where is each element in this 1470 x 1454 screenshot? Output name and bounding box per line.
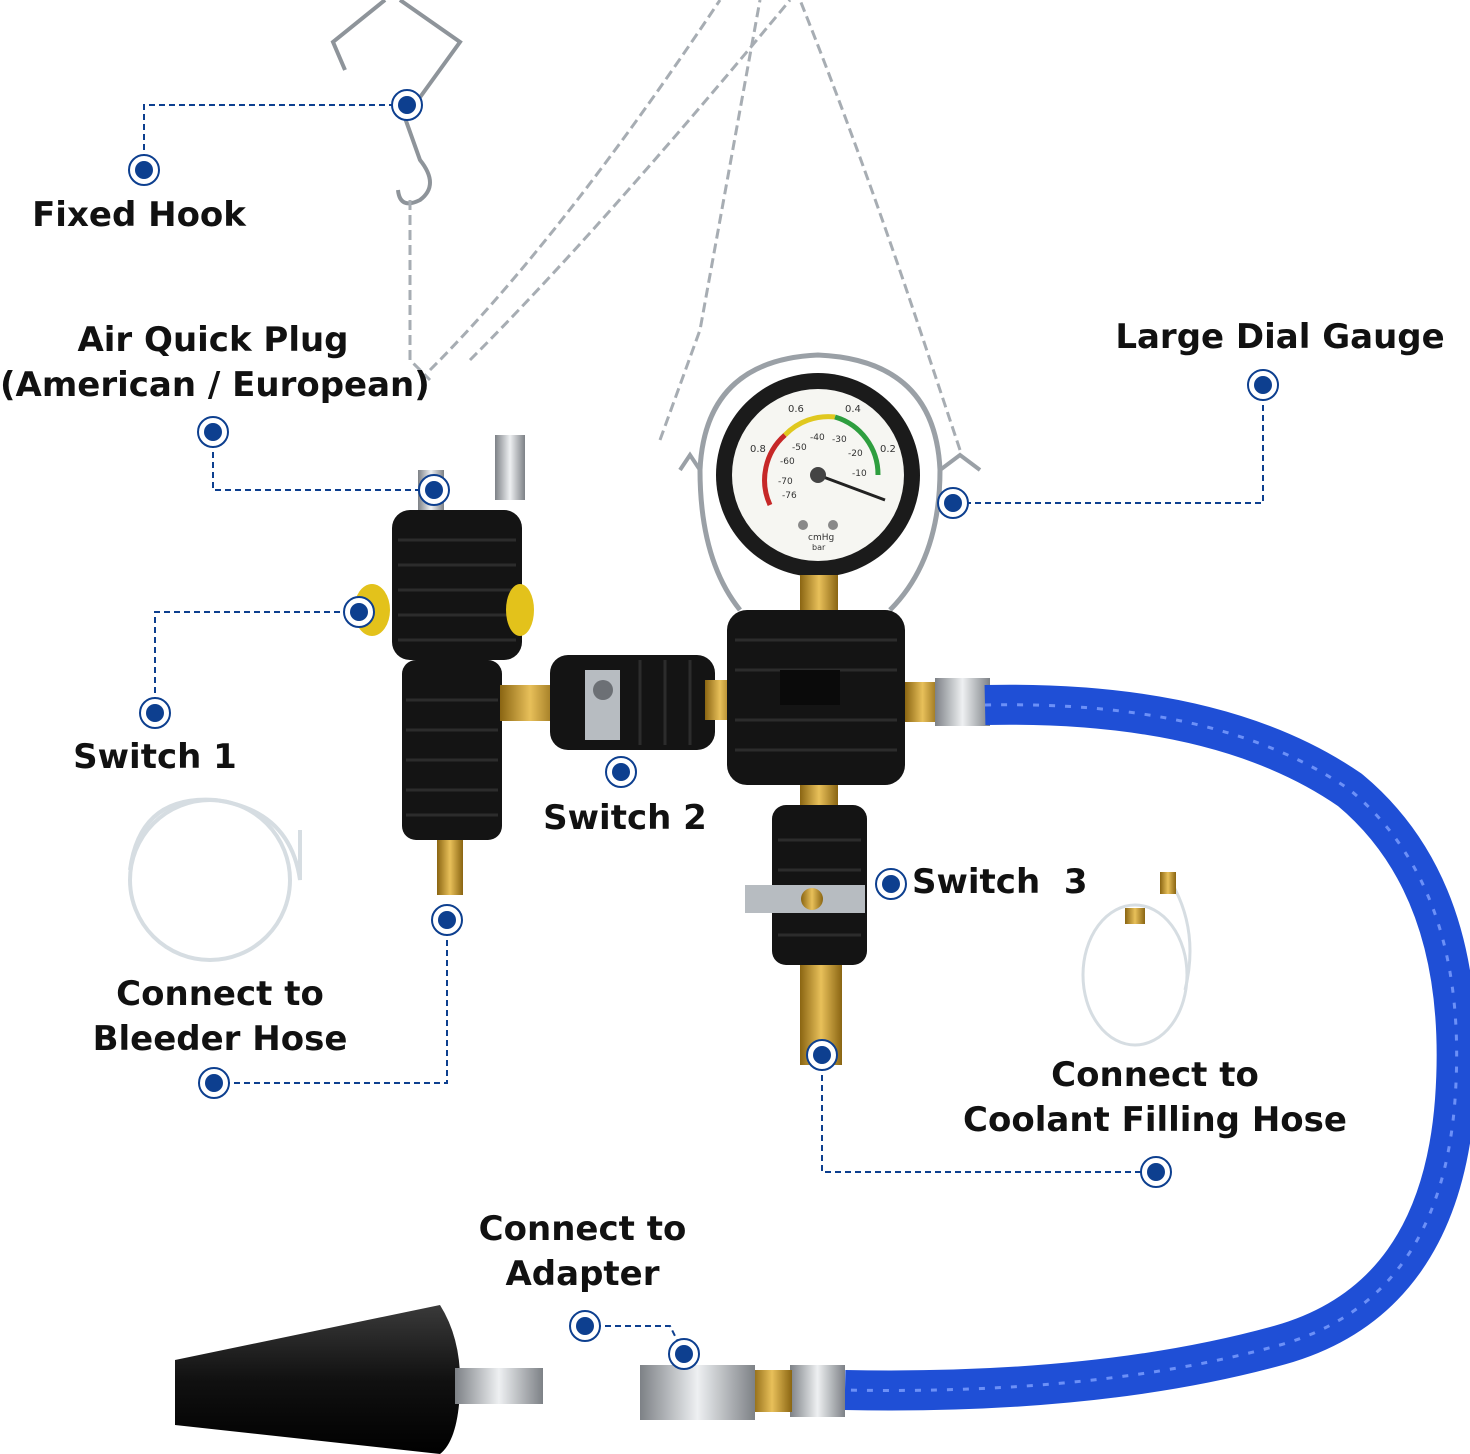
marker-coolant-end <box>1140 1156 1172 1188</box>
coolant-tube-coil <box>1081 872 1192 1047</box>
gauge-inner-tick: -50 <box>792 443 807 453</box>
marker-bleeder <box>431 904 463 936</box>
label-air-quick-plug: Air Quick Plug (American / European) <box>0 320 430 405</box>
quick-coupler <box>640 1365 755 1420</box>
callout-leaders <box>143 104 1264 1355</box>
label-switch-1: Switch 1 <box>73 737 237 777</box>
marker-switch-2 <box>605 756 637 788</box>
label-coolant-filling-hose: Connect to Coolant Filling Hose <box>963 1055 1347 1140</box>
gauge-inner-tick: -20 <box>848 449 863 459</box>
marker-adapter-end <box>668 1338 700 1370</box>
label-fixed-hook: Fixed Hook <box>32 195 246 235</box>
marker-gauge <box>1247 369 1279 401</box>
adapter-cone <box>175 1305 543 1454</box>
bleeder-barb <box>437 840 463 895</box>
label-large-dial-gauge: Large Dial Gauge <box>1115 317 1445 357</box>
center-valve-body <box>727 610 990 1065</box>
gauge-inner-tick: -40 <box>810 433 825 443</box>
bleeder-tube-coil <box>128 797 302 962</box>
gauge-unit: cmHg <box>808 533 834 543</box>
marker-bleeder-end <box>198 1067 230 1099</box>
spare-quick-plug <box>495 435 525 500</box>
gauge-outer-tick: 0.8 <box>750 444 766 455</box>
large-dial-gauge <box>678 352 982 612</box>
marker-air-plug-end <box>418 474 450 506</box>
gauge-outer-tick: 0.6 <box>788 404 804 415</box>
fixed-hook <box>330 0 463 206</box>
label-bleeder-hose: Connect to Bleeder Hose <box>92 974 348 1059</box>
callout-markers <box>128 89 1279 1370</box>
marker-gauge-end <box>937 487 969 519</box>
marker-fixed-hook-top <box>391 89 423 121</box>
gauge-inner-tick: -30 <box>832 435 847 445</box>
marker-switch-1 <box>139 697 171 729</box>
marker-adapter <box>569 1310 601 1342</box>
gauge-outer-tick: 0.2 <box>880 444 896 455</box>
gauge-outer-tick: 0.4 <box>845 404 861 415</box>
gauge-needle <box>817 473 886 502</box>
gauge-unit: bar <box>812 543 826 552</box>
label-adapter: Connect to Adapter <box>478 1209 687 1294</box>
gauge-inner-tick: -10 <box>852 469 867 479</box>
marker-air-plug <box>197 416 229 448</box>
gauge-inner-tick: -76 <box>782 491 797 501</box>
left-valve-body <box>354 435 534 895</box>
marker-switch-1-end <box>343 596 375 628</box>
marker-fixed-hook <box>128 154 160 186</box>
label-switch-2: Switch 2 <box>543 798 707 838</box>
blue-hose <box>640 684 1470 1420</box>
marker-coolant <box>806 1039 838 1071</box>
switch-2-valve <box>500 655 735 750</box>
hanging-chains <box>408 0 962 451</box>
gauge-scale-text: 0.6 0.4 0.8 0.2 -50 -40 -30 -20 -10 -60 … <box>750 404 896 552</box>
label-switch-3: Switch 3 <box>912 862 1088 902</box>
gauge-inner-tick: -70 <box>778 477 793 487</box>
marker-switch-3 <box>875 868 907 900</box>
gauge-inner-tick: -60 <box>780 457 795 467</box>
